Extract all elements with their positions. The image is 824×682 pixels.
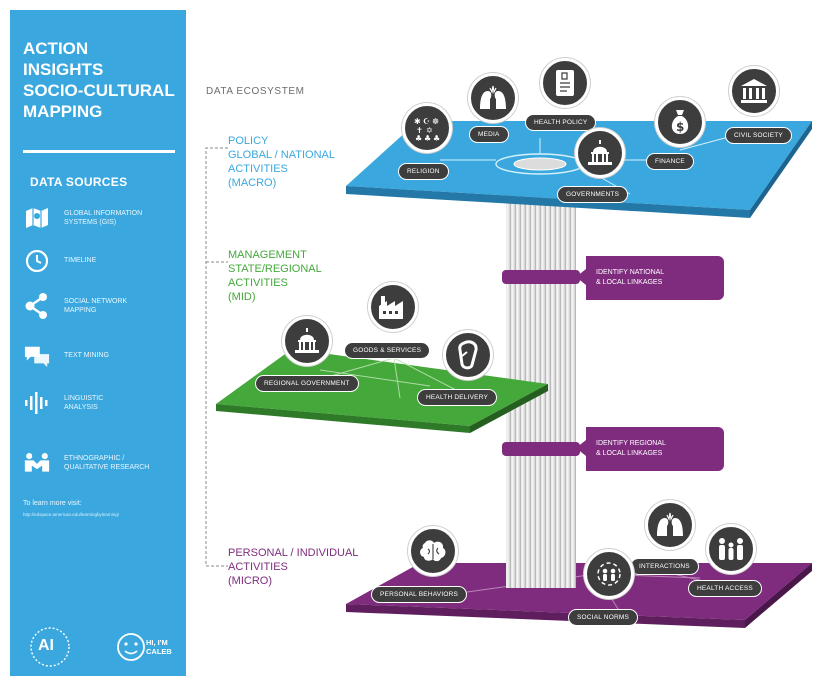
family-icon bbox=[719, 538, 743, 560]
document-icon bbox=[556, 70, 574, 96]
svg-text:☪: ☪ bbox=[423, 117, 430, 126]
svg-text:♣: ♣ bbox=[424, 134, 431, 141]
goods-services-node bbox=[368, 282, 418, 332]
carabiner-icon bbox=[458, 340, 478, 370]
capitol-icon bbox=[588, 140, 612, 165]
civil-society-node bbox=[729, 66, 779, 116]
health-policy-node bbox=[540, 58, 590, 108]
svg-text:♣: ♣ bbox=[415, 134, 422, 141]
svg-text:$: $ bbox=[676, 120, 684, 134]
people-cycle-icon bbox=[597, 562, 621, 586]
brain-icon bbox=[420, 540, 446, 562]
logo-left-text: AI bbox=[38, 637, 54, 654]
linkage-pointer bbox=[576, 269, 586, 285]
capitol-icon bbox=[295, 328, 319, 353]
svg-text:♣: ♣ bbox=[433, 134, 440, 141]
data-sources-heading: DATA SOURCES bbox=[30, 175, 128, 189]
pillar-band-national bbox=[502, 270, 580, 284]
learn-more-link[interactable]: http://edspace.american.edu/learningbyle… bbox=[23, 512, 120, 517]
health-access-label: HEALTH ACCESS bbox=[688, 580, 762, 597]
micro-level-label: PERSONAL / INDIVIDUAL ACTIVITIES (MICRO) bbox=[228, 547, 359, 587]
social-norms-node bbox=[584, 549, 634, 599]
svg-text:✡: ✡ bbox=[426, 126, 433, 135]
governments-node bbox=[575, 128, 625, 178]
source-ethnographic: ETHNOGRAPHIC / QUALITATIVE RESEARCH bbox=[24, 450, 184, 480]
source-gis: GLOBAL INFORMATION SYSTEMS (GIS) bbox=[24, 205, 184, 235]
source-label: TEXT MINING bbox=[64, 352, 109, 359]
civil-society-label: CIVIL SOCIETY bbox=[725, 127, 792, 144]
pillar-band-regional bbox=[502, 442, 580, 456]
sidebar-divider bbox=[23, 150, 175, 153]
goods-services-label: GOODS & SERVICES bbox=[344, 342, 431, 359]
source-text-mining: TEXT MINING bbox=[24, 343, 184, 373]
logo-right-text: HI, I'M CALEB bbox=[146, 638, 172, 656]
talking-heads-icon bbox=[480, 85, 506, 109]
national-linkages-label: IDENTIFY NATIONAL & LOCAL LINKAGES bbox=[586, 256, 724, 300]
share-icon bbox=[24, 293, 50, 319]
data-ecosystem-heading: DATA ECOSYSTEM bbox=[206, 86, 305, 97]
map-icon bbox=[24, 205, 50, 231]
clock-icon bbox=[24, 248, 50, 274]
interactions-label: INTERACTIONS bbox=[630, 558, 699, 575]
regional-government-label: REGIONAL GOVERNMENT bbox=[255, 375, 359, 392]
building-columns-icon bbox=[741, 79, 767, 103]
svg-text:☸: ☸ bbox=[432, 117, 439, 126]
svg-text:✝: ✝ bbox=[416, 126, 423, 135]
talking-heads-icon bbox=[657, 512, 683, 536]
media-label: MEDIA bbox=[469, 126, 509, 143]
source-label: LINGUISTIC ANALYSIS bbox=[64, 395, 104, 411]
interactions-node bbox=[645, 500, 695, 550]
health-delivery-label: HEALTH DELIVERY bbox=[417, 389, 498, 406]
source-label: TIMELINE bbox=[64, 257, 97, 264]
finance-node: $ bbox=[655, 97, 705, 147]
source-social-network: SOCIAL NETWORK MAPPING bbox=[24, 293, 184, 323]
soundwave-icon bbox=[24, 390, 50, 416]
source-label: ETHNOGRAPHIC / QUALITATIVE RESEARCH bbox=[64, 455, 150, 471]
social-norms-label: SOCIAL NORMS bbox=[568, 609, 639, 626]
health-policy-label: HEALTH POLICY bbox=[525, 114, 597, 131]
health-delivery-node bbox=[443, 330, 493, 380]
handshake-icon bbox=[24, 450, 50, 476]
macro-level-label: POLICY GLOBAL / NATIONAL ACTIVITIES (MAC… bbox=[228, 135, 335, 189]
personal-behaviors-label: PERSONAL BEHAVIORS bbox=[371, 586, 468, 603]
factory-icon bbox=[379, 296, 403, 319]
source-linguistic: LINGUISTIC ANALYSIS bbox=[24, 390, 184, 420]
religion-label: RELIGION bbox=[398, 163, 449, 180]
level-bracket bbox=[205, 147, 228, 567]
source-timeline: TIMELINE bbox=[24, 248, 184, 278]
linkage-pointer bbox=[576, 440, 586, 456]
hi-im-caleb-logo: HI, I'M CALEB bbox=[115, 625, 175, 669]
chat-icon bbox=[24, 343, 50, 369]
money-bag-icon: $ bbox=[671, 110, 689, 134]
regional-government-node bbox=[282, 316, 332, 366]
religion-icon: ✱☪☸✝✡♣♣♣ bbox=[414, 117, 440, 141]
source-label: SOCIAL NETWORK MAPPING bbox=[64, 298, 128, 314]
sidebar: ACTION INSIGHTS SOCIO-CULTURAL MAPPING D… bbox=[10, 10, 186, 676]
data-pillar bbox=[506, 186, 576, 588]
finance-label: FINANCE bbox=[646, 153, 694, 170]
regional-linkages-label: IDENTIFY REGIONAL & LOCAL LINKAGES bbox=[586, 427, 724, 471]
source-label: GLOBAL INFORMATION SYSTEMS (GIS) bbox=[64, 210, 143, 226]
mid-level-label: MANAGEMENT STATE/REGIONAL ACTIVITIES (MI… bbox=[228, 249, 322, 303]
learn-more-text: To learn more visit: bbox=[23, 500, 82, 507]
media-node bbox=[468, 73, 518, 123]
svg-text:✱: ✱ bbox=[414, 117, 421, 126]
religion-node: ✱☪☸✝✡♣♣♣ bbox=[402, 103, 452, 153]
governments-label: GOVERNMENTS bbox=[557, 186, 629, 203]
health-access-node bbox=[706, 524, 756, 574]
personal-behaviors-node bbox=[408, 526, 458, 576]
sidebar-title: ACTION INSIGHTS SOCIO-CULTURAL MAPPING bbox=[23, 39, 175, 121]
action-insights-logo: AI bbox=[28, 625, 72, 669]
